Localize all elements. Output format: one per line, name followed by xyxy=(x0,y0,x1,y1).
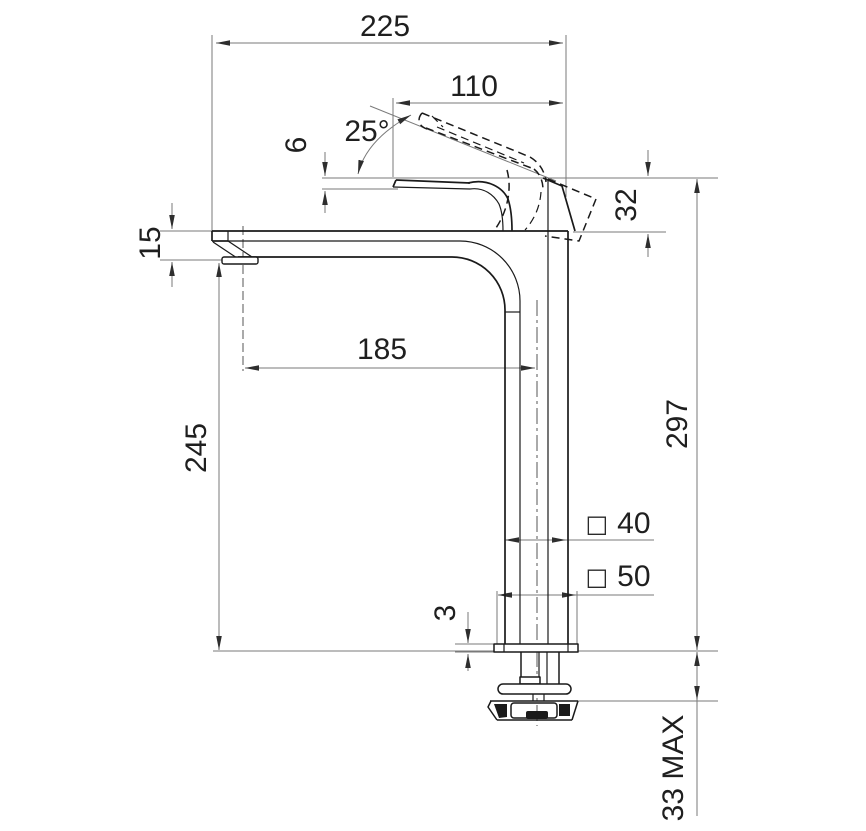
dim-head-height-value: 32 xyxy=(610,188,643,222)
mounting-washer xyxy=(497,683,572,695)
dim-body-width-square: □ 40 xyxy=(585,509,650,539)
centerlines xyxy=(242,226,538,726)
handle-raised-phantom xyxy=(418,112,597,242)
dim-overall-width-value: 225 xyxy=(359,10,411,43)
dim-base-width-square: □ 50 xyxy=(585,562,650,592)
dim-spout-tip-height-value: 15 xyxy=(134,226,167,260)
dim-overall-height: 297 xyxy=(661,398,694,450)
base-plate xyxy=(493,643,579,653)
dim-body-width-value: 40 xyxy=(617,507,651,540)
dim-head-height: 32 xyxy=(610,188,643,222)
dim-base-width-value: 50 xyxy=(617,560,651,593)
dim-outlet-height: 245 xyxy=(180,422,213,474)
dimension-lines xyxy=(160,35,718,816)
clamp-foot xyxy=(526,711,548,719)
dim-max-deck-thickness-value: 33 MAX xyxy=(657,714,690,822)
dim-outlet-height-value: 245 xyxy=(180,422,213,474)
dim-handle-tip-rise-value: 6 xyxy=(280,136,313,154)
clamp-bolt-left xyxy=(494,704,507,718)
dim-handle-reach: 110 xyxy=(450,72,498,102)
spout xyxy=(211,230,568,265)
aerator xyxy=(221,256,259,265)
dim-max-deck-thickness: 33 MAX xyxy=(657,714,690,822)
body-column xyxy=(451,180,569,644)
dim-overall-height-value: 297 xyxy=(661,398,694,450)
faucet-outline xyxy=(211,177,579,721)
dim-spout-tip-height: 15 xyxy=(134,226,167,260)
dim-spout-reach: 185 xyxy=(357,335,407,365)
square-symbol-icon: □ xyxy=(585,563,609,591)
dim-overall-width: 225 xyxy=(360,12,410,42)
dim-spout-reach-value: 185 xyxy=(356,333,408,366)
dim-handle-tip-rise: 6 xyxy=(280,136,313,154)
mounting-hardware xyxy=(487,652,579,721)
dim-base-plate-thickness: 3 xyxy=(429,604,462,622)
dim-handle-angle-value: 25° xyxy=(344,115,390,148)
dim-handle-reach-value: 110 xyxy=(450,70,498,103)
dim-handle-angle: 25° xyxy=(344,117,389,147)
square-symbol-icon: □ xyxy=(585,510,609,538)
clamp-bolt-right xyxy=(559,704,570,716)
handle-resting xyxy=(392,177,576,232)
dim-base-plate-thickness-value: 3 xyxy=(429,604,462,622)
